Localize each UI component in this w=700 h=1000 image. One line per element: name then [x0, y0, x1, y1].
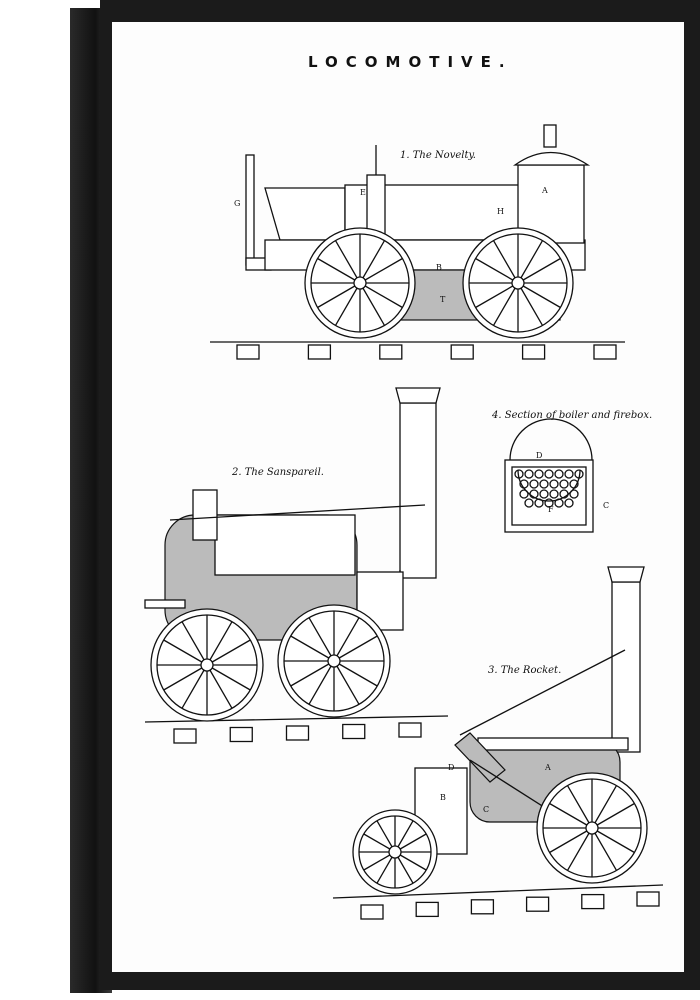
cylinder	[192, 489, 218, 541]
sleeper	[379, 344, 403, 360]
tubes	[514, 469, 584, 508]
tube	[559, 479, 569, 489]
label-d: D	[448, 763, 454, 772]
wheel	[277, 604, 391, 718]
label-c: C	[603, 501, 609, 510]
sleepers	[236, 344, 617, 360]
tube	[529, 479, 539, 489]
tube	[514, 469, 524, 479]
caption-sanspareil: 2. The Sanspareil.	[231, 467, 324, 478]
sleeper	[236, 344, 260, 360]
tube	[539, 479, 549, 489]
title: LOCOMOTIVE.	[308, 53, 513, 71]
tube	[524, 469, 534, 479]
tube	[569, 489, 579, 499]
tube	[569, 479, 579, 489]
tube	[544, 498, 554, 508]
label-b: B	[436, 263, 442, 272]
tube	[564, 469, 574, 479]
sleeper	[521, 344, 546, 360]
tube	[559, 489, 569, 499]
wheel	[304, 227, 416, 339]
sleeper	[173, 728, 197, 744]
tube	[534, 469, 544, 479]
caption-novelty: 1. The Novelty.	[400, 150, 476, 161]
tube	[564, 498, 574, 508]
sleeper	[470, 899, 495, 915]
label-b: B	[440, 793, 446, 802]
tube	[529, 489, 539, 499]
label-d: D	[536, 451, 542, 460]
sleeper	[285, 725, 310, 741]
sleeper	[360, 904, 384, 920]
label-g: G	[234, 199, 240, 208]
wheel	[536, 772, 648, 884]
tube	[524, 498, 534, 508]
label-f: F	[548, 505, 554, 514]
tube	[544, 469, 554, 479]
label-t: T	[440, 295, 446, 304]
rocket-locomotive: 3. The Rocket. D B A C	[332, 566, 664, 920]
rail	[332, 884, 664, 899]
wheel	[352, 809, 438, 895]
firebox	[504, 459, 594, 533]
chimney	[611, 581, 641, 753]
sleeper	[581, 893, 605, 910]
novelty-locomotive: 1. The Novelty. G E A H B T E	[210, 124, 625, 360]
tube	[534, 498, 544, 508]
tube	[574, 469, 584, 479]
label-e: E	[360, 188, 366, 197]
label-c: C	[483, 805, 489, 814]
sleepers	[360, 891, 660, 920]
label-a: A	[544, 763, 551, 772]
sleeper	[636, 891, 660, 907]
sleeper	[415, 901, 439, 918]
tube	[519, 479, 529, 489]
tube	[539, 489, 549, 499]
sleeper	[307, 344, 332, 360]
tube	[519, 489, 529, 499]
caption-rocket: 3. The Rocket.	[488, 665, 561, 676]
tube	[549, 479, 559, 489]
sleeper	[342, 723, 366, 740]
wheels	[150, 227, 648, 895]
caption-section: 4. Section of boiler and firebox.	[491, 410, 652, 421]
rail	[144, 715, 449, 723]
chimney	[245, 154, 255, 266]
tube	[554, 498, 564, 508]
label-h: H	[497, 207, 504, 216]
wheel	[462, 227, 574, 339]
sleepers	[173, 722, 422, 744]
boiler-section: 4. Section of boiler and firebox. D F C	[491, 410, 652, 533]
tube	[554, 469, 564, 479]
chimney	[399, 402, 437, 579]
label-a: A	[541, 186, 548, 195]
tube	[549, 489, 559, 499]
sleeper	[229, 726, 253, 743]
sleeper	[398, 722, 422, 738]
sleeper	[525, 896, 550, 912]
sleeper	[450, 344, 474, 360]
sleeper	[593, 344, 617, 360]
wheel	[150, 608, 264, 722]
